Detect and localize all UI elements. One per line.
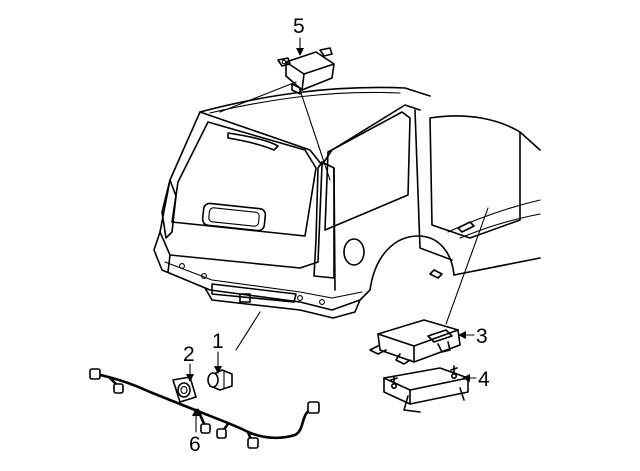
callout-5: 5	[293, 15, 305, 38]
part-2-bezel	[172, 376, 197, 403]
part-6-harness	[89, 368, 320, 449]
part-3-control-module	[369, 207, 489, 365]
callout-leaders	[186, 37, 477, 433]
part-1-sensor	[207, 369, 233, 391]
part-5-module	[219, 47, 335, 181]
vehicle-rear-illustration	[153, 86, 541, 319]
callout-3: 3	[476, 325, 488, 348]
callout-6: 6	[189, 433, 201, 456]
callout-2: 2	[183, 343, 195, 366]
callout-1: 1	[212, 330, 224, 353]
callout-4: 4	[478, 368, 490, 391]
part-4-bracket	[383, 365, 469, 413]
